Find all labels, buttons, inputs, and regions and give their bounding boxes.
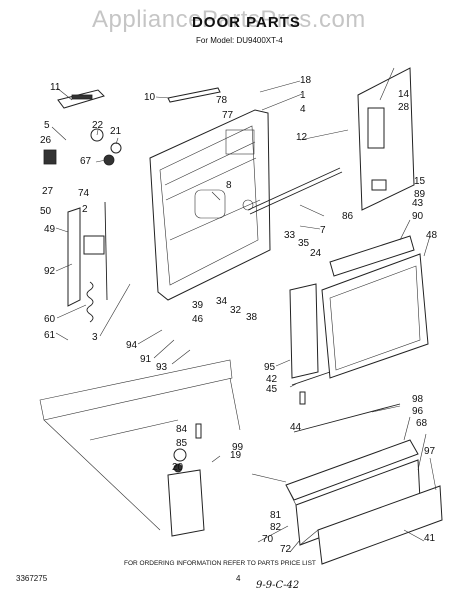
hinge-plate (357, 67, 415, 211)
callout-43: 43 (412, 198, 424, 209)
page-title: DOOR PARTS (192, 14, 301, 31)
callout-15: 15 (414, 176, 426, 187)
callout-93: 93 (156, 362, 168, 373)
callout-61: 61 (44, 330, 56, 341)
actuator-assembly (167, 423, 205, 537)
top-trim-strip (167, 87, 221, 103)
callout-98: 98 (412, 394, 424, 405)
watermark: AppliancePartsPros.com (92, 6, 366, 33)
callout-5: 5 (44, 120, 50, 131)
callout-34: 34 (216, 296, 228, 307)
hinge-bracket (367, 107, 385, 149)
callout-4: 4 (300, 104, 306, 115)
handwritten-note: 9-9-C-42 (256, 580, 300, 591)
callout-41: 41 (424, 533, 436, 544)
callout-67: 67 (80, 156, 92, 167)
knob-21 (110, 142, 122, 154)
model-subtitle: For Model: DU9400XT-4 (196, 36, 283, 45)
callout-10: 10 (144, 92, 156, 103)
callout-81: 81 (270, 510, 282, 521)
callout-12: 12 (296, 132, 308, 143)
callout-22: 22 (92, 120, 104, 131)
callout-27: 27 (42, 186, 54, 197)
document-number: 3367275 (16, 574, 48, 583)
callout-38: 38 (246, 312, 258, 323)
callout-26: 26 (40, 135, 52, 146)
tie-bar (247, 167, 341, 211)
callout-11: 11 (50, 82, 61, 93)
callout-45: 45 (266, 384, 278, 395)
callout-44: 44 (290, 422, 302, 433)
door-spring (86, 281, 94, 323)
callout-46: 46 (192, 314, 204, 325)
callout-32: 32 (230, 305, 242, 316)
callout-19: 19 (230, 450, 242, 461)
callout-68: 68 (416, 418, 428, 429)
callout-49: 49 (44, 224, 56, 235)
ordering-info-note: FOR ORDERING INFORMATION REFER TO PARTS … (124, 560, 316, 567)
callout-14: 14 (398, 89, 410, 100)
callout-74: 74 (78, 188, 90, 199)
callout-97: 97 (424, 446, 436, 457)
control-box (83, 235, 105, 255)
callout-60: 60 (44, 314, 56, 325)
callout-33: 33 (284, 230, 296, 241)
door-handle (57, 89, 105, 109)
knob-67 (103, 154, 115, 166)
callout-99: 99 (232, 442, 244, 453)
callout-28: 28 (398, 102, 410, 113)
callout-24: 24 (310, 248, 322, 259)
callout-90: 90 (412, 211, 424, 222)
callout-21: 21 (110, 126, 122, 137)
callout-2: 2 (82, 204, 88, 215)
hinge-spring-holder (371, 179, 387, 191)
callout-72: 72 (280, 544, 292, 555)
callout-82: 82 (270, 522, 282, 533)
callout-92: 92 (44, 266, 56, 277)
callout-18: 18 (300, 75, 312, 86)
outer-panel-90 (329, 235, 415, 277)
switch-26 (43, 149, 57, 165)
callout-95: 95 (264, 362, 276, 373)
callout-48: 48 (426, 230, 438, 241)
door-liner-24 (289, 283, 319, 379)
callout-86: 86 (342, 211, 354, 222)
callout-78: 78 (216, 95, 228, 106)
outer-panel-48 (321, 253, 429, 379)
callout-70: 70 (262, 534, 274, 545)
callout-35: 35 (298, 238, 310, 249)
leader-lines (51, 67, 437, 553)
page-number: 4 (236, 574, 241, 583)
callout-1: 1 (300, 90, 306, 101)
callout-94: 94 (126, 340, 138, 351)
callout-84: 84 (176, 424, 188, 435)
kickplate-assembly (285, 403, 443, 565)
callout-3: 3 (92, 332, 98, 343)
inner-door-panel (149, 109, 271, 301)
callout-77: 77 (222, 110, 234, 121)
lower-assembly-outline (39, 359, 233, 421)
callout-8: 8 (226, 180, 232, 191)
callout-39: 39 (192, 300, 204, 311)
callout-42: 42 (266, 374, 278, 385)
left-side-panel (67, 207, 81, 307)
callout-50: 50 (40, 206, 52, 217)
callout-7: 7 (320, 225, 326, 236)
callout-96: 96 (412, 406, 424, 417)
callout-85: 85 (176, 438, 188, 449)
callout-91: 91 (140, 354, 152, 365)
callout-labels: 11 18 10 78 1 77 4 14 28 5 26 22 21 67 1… (40, 75, 438, 555)
clip-44 (299, 391, 306, 405)
callout-89: 89 (414, 189, 426, 200)
callout-20: 20 (172, 462, 184, 473)
